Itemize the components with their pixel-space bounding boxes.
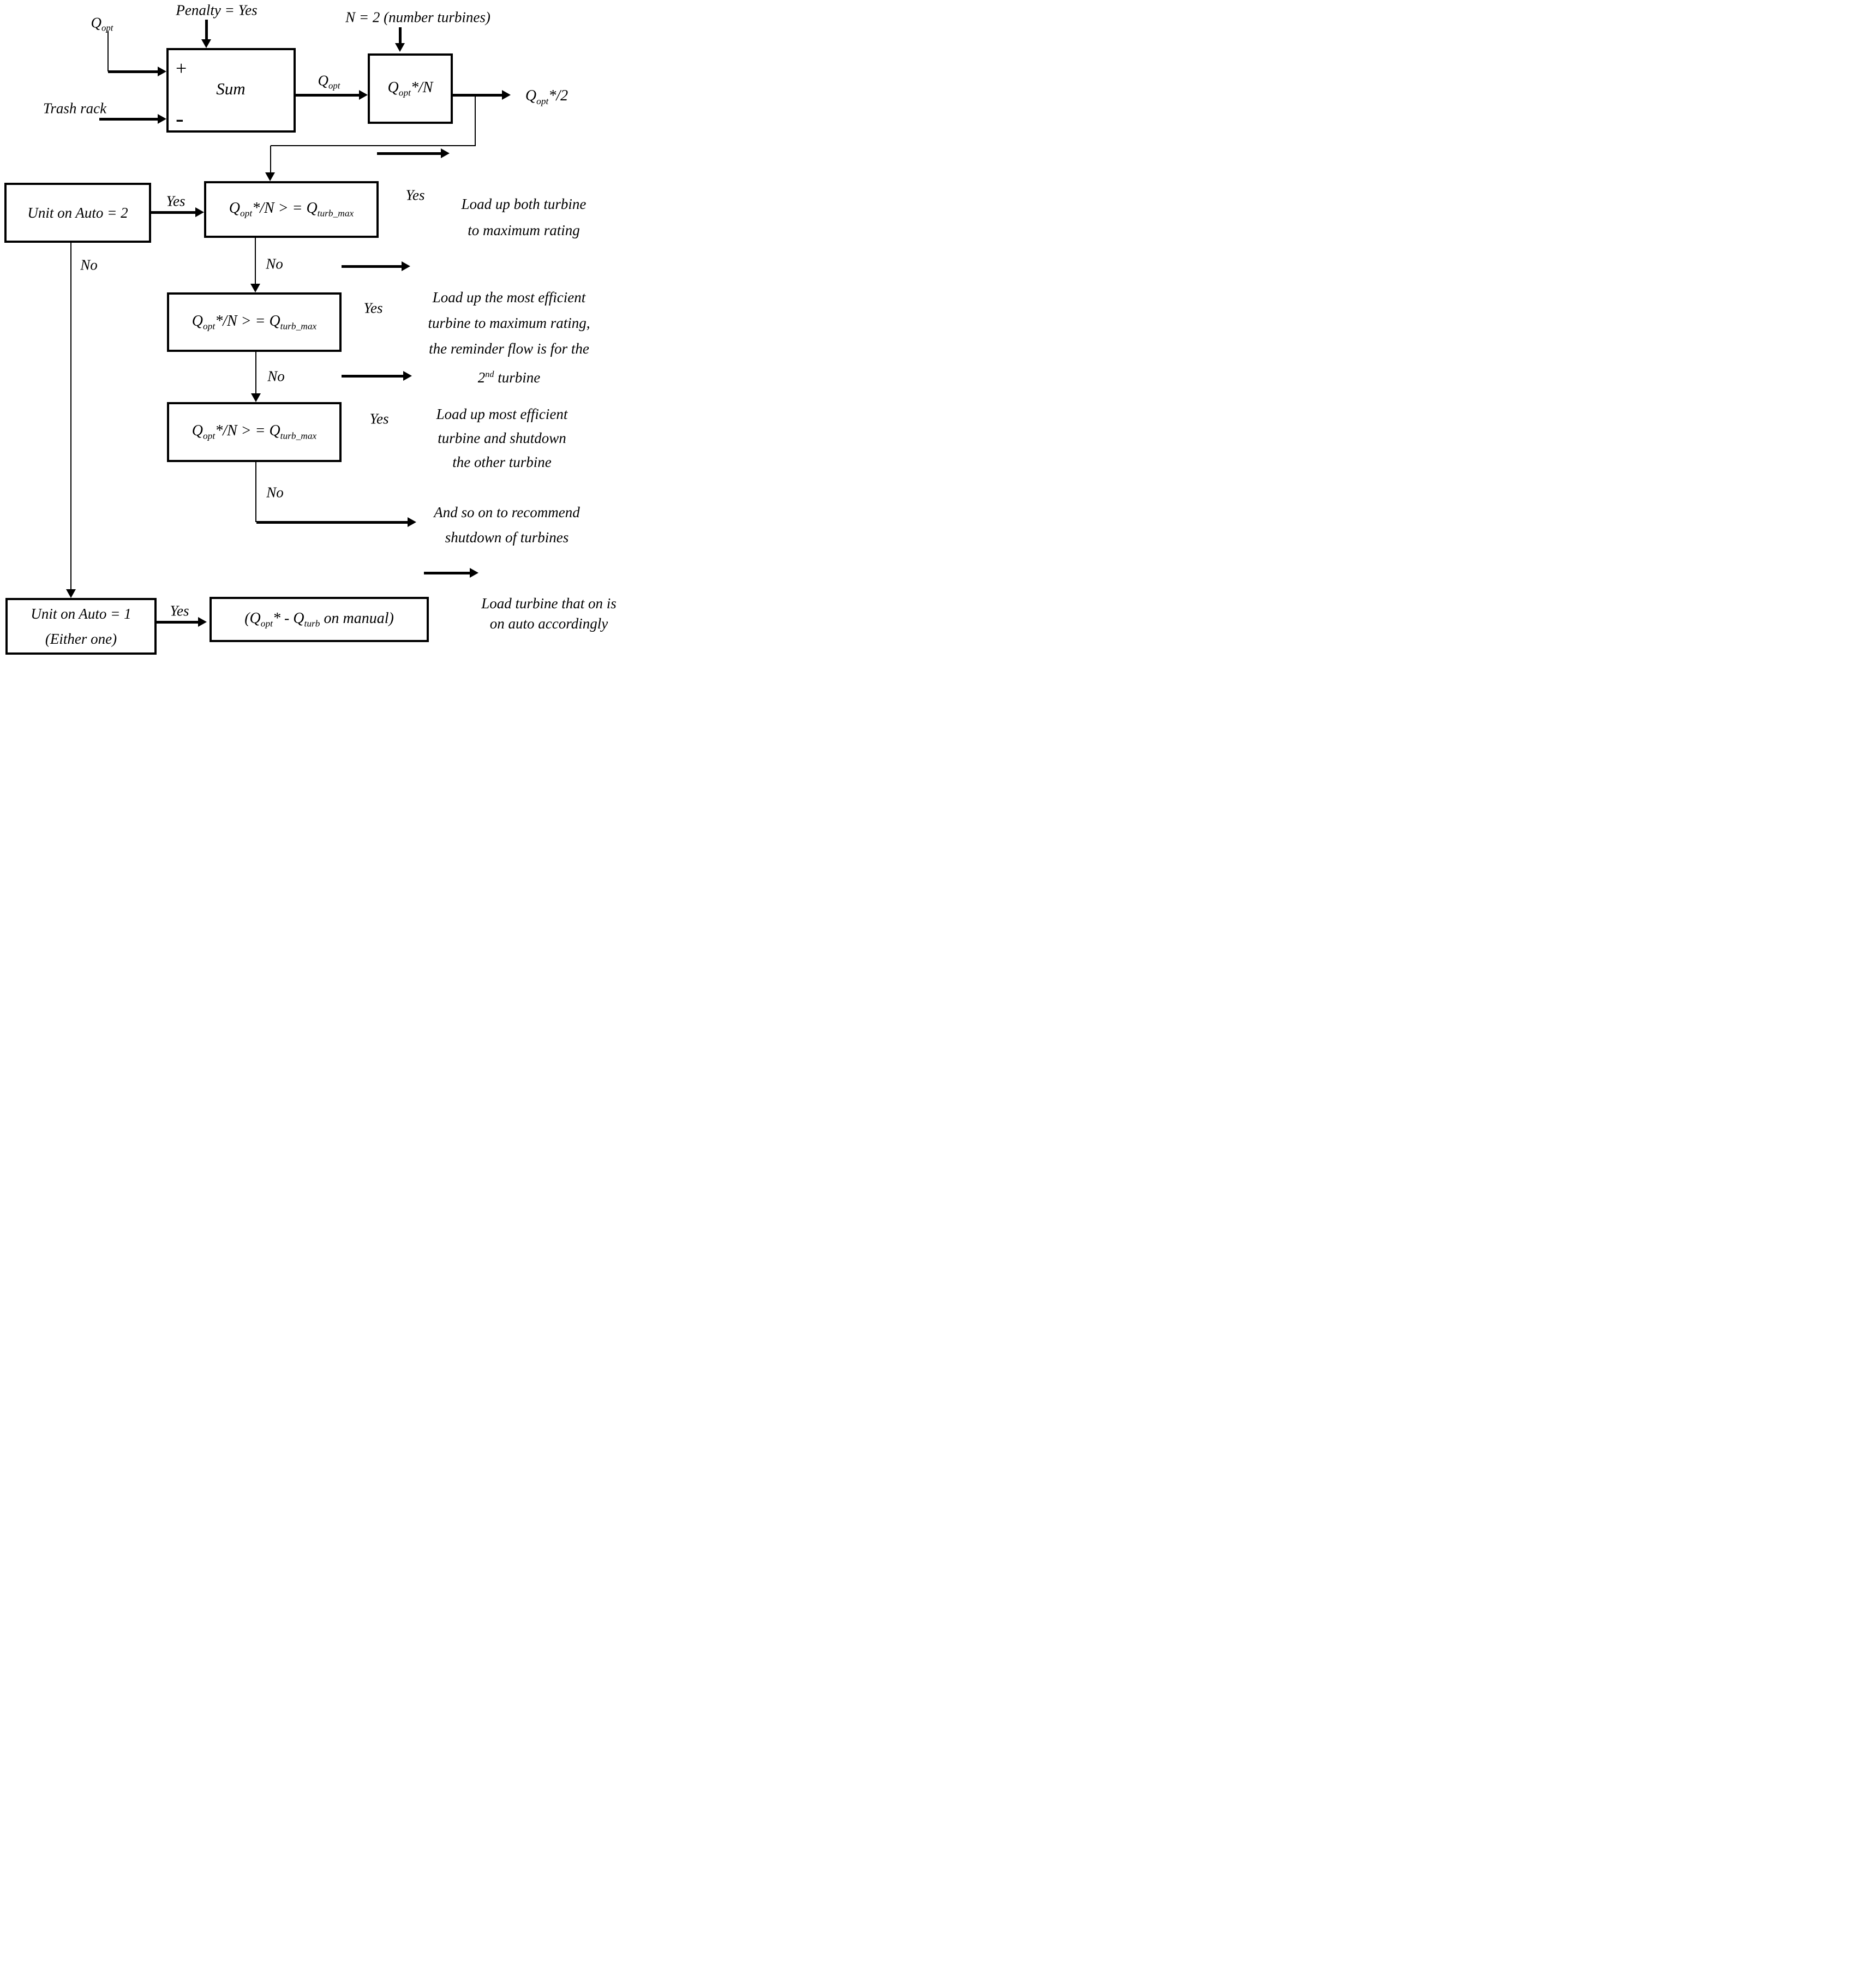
sum-box [166, 48, 296, 133]
yes-label-1: Yes [405, 187, 425, 203]
qopt-over-n-box: Qopt*/N [368, 53, 453, 124]
decision3-box: Qopt*/N > = Qturb_max [167, 402, 342, 462]
outcome3-arrow-line [342, 375, 403, 378]
n-turbines-label: N = 2 (number turbines) [345, 9, 490, 26]
decision2-box: Qopt*/N > = Qturb_max [167, 292, 342, 352]
sum-plus-sign: + [176, 57, 187, 79]
soon-arrowhead-icon [408, 517, 416, 527]
junction-drop-line [475, 95, 476, 146]
no-label-left: No [80, 256, 98, 273]
outcome1-text: Load up both turbine to maximum rating [461, 196, 587, 238]
decision3-formula: Qopt*/N > = Qturb_max [192, 422, 317, 441]
sum-output-arrowhead-icon [359, 90, 368, 100]
outcome2-arrowhead-icon [402, 261, 410, 271]
decision1-no-line [255, 238, 256, 284]
decision1-inlet-arrowhead-icon [265, 172, 275, 181]
qopt-half-label: Qopt*/2 [525, 87, 569, 106]
outcome3-arrowhead-icon [403, 371, 412, 381]
yes-label-3: Yes [369, 410, 389, 427]
yes-label-unit1: Yes [170, 602, 189, 619]
decision1-formula: Qopt*/N > = Qturb_max [229, 200, 354, 219]
outcome1-arrow-line [377, 152, 441, 155]
either-one-label: (Either one) [45, 631, 117, 647]
soon-arrow-line [256, 521, 408, 524]
no-label-2: No [267, 368, 285, 385]
decision1-no-arrowhead-icon [250, 284, 260, 292]
decision2-no-arrowhead-icon [251, 393, 261, 402]
penalty-arrow-line [205, 20, 208, 39]
manual-formula-box: (Qopt* - Qturb on manual) [210, 597, 429, 642]
outcome2-text: Load up the most efficient turbine to ma… [428, 285, 590, 391]
unit-on-auto-2-label: Unit on Auto = 2 [27, 204, 128, 221]
outcome3-text: Load up most efficient turbine and shutd… [436, 406, 568, 470]
final-row-arrow-line [424, 572, 470, 574]
qopt-over-n-formula: Qopt*/N [387, 79, 433, 98]
n-arrowhead-icon [395, 43, 405, 52]
outcome2-last-line: 2nd turbine [477, 369, 541, 386]
qopt-arrowhead-icon [158, 67, 166, 76]
yes-label-2: Yes [363, 300, 383, 316]
division-output-arrow-line [453, 94, 502, 97]
final-row-arrowhead-icon [470, 568, 478, 578]
outcome5-text: Load turbine that on is on auto accordin… [481, 595, 617, 632]
unit-on-auto-1-box: Unit on Auto = 1 (Either one) [5, 598, 157, 655]
unit2-no-arrowhead-icon [66, 589, 76, 598]
decision3-no-line [255, 462, 256, 522]
unit2-yes-arrowhead-icon [195, 207, 204, 217]
outcome2-arrow-line [342, 265, 402, 268]
unit1-yes-arrow-line [157, 621, 198, 624]
no-label-3: No [266, 484, 284, 501]
outcome1-arrowhead-icon [441, 148, 450, 158]
trash-rack-label: Trash rack [43, 100, 107, 117]
unit-on-auto-2-box: Unit on Auto = 2 [4, 183, 151, 243]
qopt-arrow-line [108, 70, 158, 73]
manual-formula: (Qopt* - Qturb on manual) [244, 609, 394, 629]
outcome4-text: And so on to recommend shutdown of turbi… [434, 504, 580, 546]
trash-rack-arrowhead-icon [158, 114, 166, 124]
decision2-formula: Qopt*/N > = Qturb_max [192, 312, 317, 332]
unit2-yes-arrow-line [151, 211, 195, 214]
qopt-input-label: Qopt [91, 14, 113, 33]
sum-minus-sign: - [176, 105, 184, 132]
decision1-inlet-line [270, 146, 271, 172]
division-output-arrowhead-icon [502, 90, 511, 100]
sum-output-arrow-line [296, 94, 359, 97]
unit-on-auto-1-label: Unit on Auto = 1 [31, 606, 131, 622]
decision2-no-line [255, 352, 256, 393]
qopt-connector-line [107, 31, 109, 71]
no-label-1: No [266, 255, 283, 272]
n-arrow-line [399, 27, 402, 45]
unit2-no-line [70, 243, 71, 589]
penalty-label: Penalty = Yes [176, 2, 258, 19]
trash-rack-arrow-line [99, 118, 158, 121]
decision1-box: Qopt*/N > = Qturb_max [204, 181, 379, 238]
flowchart-diagram: Penalty = Yes Qopt N = 2 (number turbine… [0, 0, 620, 663]
yes-label-unit2: Yes [166, 193, 185, 209]
qopt-mid-label: Qopt [318, 72, 340, 91]
penalty-arrowhead-icon [201, 39, 211, 48]
junction-cross-line [271, 145, 476, 146]
unit1-yes-arrowhead-icon [198, 617, 207, 627]
sum-box-label: Sum [216, 79, 246, 98]
